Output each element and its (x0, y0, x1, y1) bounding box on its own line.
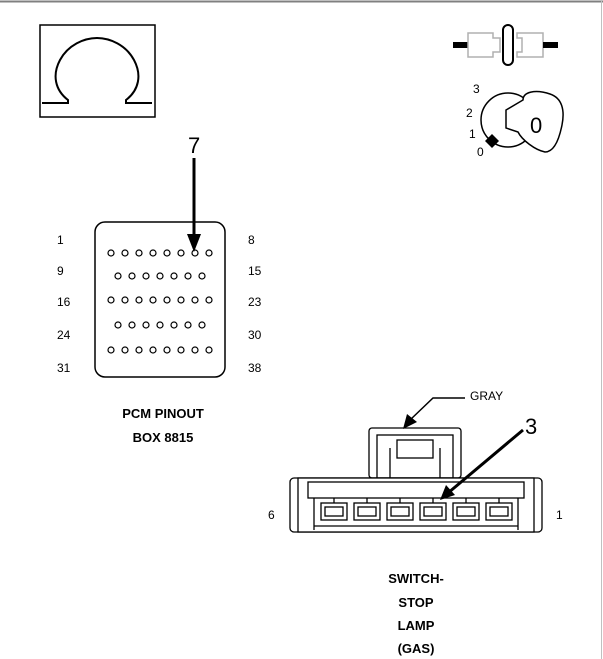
pcm-pin (156, 272, 164, 280)
switch-terminal-inner (324, 506, 344, 517)
switch-terminal-inner (357, 506, 377, 517)
pcm-caption-line2: BOX 8815 (133, 430, 194, 445)
pcm-pin (205, 346, 213, 354)
switch-caption-line1: SWITCH- (388, 571, 444, 586)
pcm-row-label-right: 15 (248, 264, 262, 278)
pcm-pin (107, 346, 115, 354)
pcm-pin (198, 321, 206, 329)
pcm-pin (149, 346, 157, 354)
pcm-pin (191, 346, 199, 354)
pcm-pin-grid (107, 249, 213, 354)
switch-caption-line2: STOP (398, 595, 433, 610)
pcm-pin (114, 272, 122, 280)
pcm-caption-line1: PCM PINOUT (122, 406, 204, 421)
pcm-pin (163, 296, 171, 304)
pcm-pin (184, 321, 192, 329)
pcm-row-label-right: 38 (248, 361, 262, 375)
pcm-pin (170, 321, 178, 329)
ignition-position-3: 3 (473, 82, 480, 96)
wire-color-label: GRAY (470, 389, 503, 403)
pcm-row-label-left: 1 (57, 233, 64, 247)
pcm-pin (114, 321, 122, 329)
switch-pin-row (320, 498, 513, 521)
pcm-pin (156, 321, 164, 329)
switch-terminal-inner (423, 506, 443, 517)
switch-caption-line4: (GAS) (398, 641, 435, 656)
pcm-row-label-left: 9 (57, 264, 64, 278)
pcm-pin (163, 346, 171, 354)
pcm-pin (177, 346, 185, 354)
pcm-pin (205, 296, 213, 304)
switch-callout-arrow: 3 (440, 414, 537, 500)
switch-caption-line3: LAMP (398, 618, 435, 633)
stop-lamp-switch-connector (289, 427, 543, 533)
pcm-row-label-right: 30 (248, 328, 262, 342)
pcm-pin (184, 272, 192, 280)
ignition-position-2: 2 (466, 106, 473, 120)
pcm-right-labels: 8 15 23 30 38 (248, 233, 262, 375)
pcm-pin (177, 296, 185, 304)
ignition-position-0: 0 (477, 145, 484, 159)
switch-terminal-inner (456, 506, 476, 517)
switch-pin-label-right: 1 (556, 508, 563, 522)
pcm-pin (135, 249, 143, 257)
pcm-pin (191, 296, 199, 304)
switch-callout-number: 3 (525, 414, 537, 439)
pcm-pin (205, 249, 213, 257)
pcm-pin (142, 321, 150, 329)
ignition-key-icon: 3 2 1 0 0 (466, 82, 564, 159)
pcm-row-label-left: 31 (57, 361, 71, 375)
pcm-pin (107, 296, 115, 304)
pcm-left-labels: 1 9 16 24 31 (57, 233, 71, 375)
pcm-pin (198, 272, 206, 280)
pcm-pin (121, 249, 129, 257)
pcm-row-label-right: 8 (248, 233, 255, 247)
ohm-symbol-icon (39, 24, 156, 118)
pcm-pin (191, 249, 199, 257)
pcm-row-label-left: 24 (57, 328, 71, 342)
pcm-pin (135, 346, 143, 354)
switch-pin-label-left: 6 (268, 508, 275, 522)
switch-terminal-inner (489, 506, 509, 517)
connector-icon (453, 24, 558, 66)
pcm-pin (142, 272, 150, 280)
pcm-pin (149, 249, 157, 257)
pcm-pin (177, 249, 185, 257)
pcm-row-label-right: 23 (248, 295, 262, 309)
gray-wire-leader: GRAY (403, 389, 503, 429)
pcm-row-label-left: 16 (57, 295, 71, 309)
pcm-connector: 1 9 16 24 31 8 15 23 30 38 (57, 221, 262, 378)
pcm-pin (170, 272, 178, 280)
switch-terminal-inner (390, 506, 410, 517)
ignition-position-1: 1 (469, 127, 476, 141)
pcm-callout-number: 7 (188, 133, 200, 158)
pcm-pin (121, 296, 129, 304)
pcm-pin (128, 272, 136, 280)
pcm-callout-arrow: 7 (187, 133, 201, 252)
pcm-pin (107, 249, 115, 257)
pcm-pin (149, 296, 157, 304)
pcm-pin (121, 346, 129, 354)
pcm-pin (163, 249, 171, 257)
pcm-pin (135, 296, 143, 304)
pcm-pin (128, 321, 136, 329)
ignition-key-label: 0 (530, 113, 542, 138)
